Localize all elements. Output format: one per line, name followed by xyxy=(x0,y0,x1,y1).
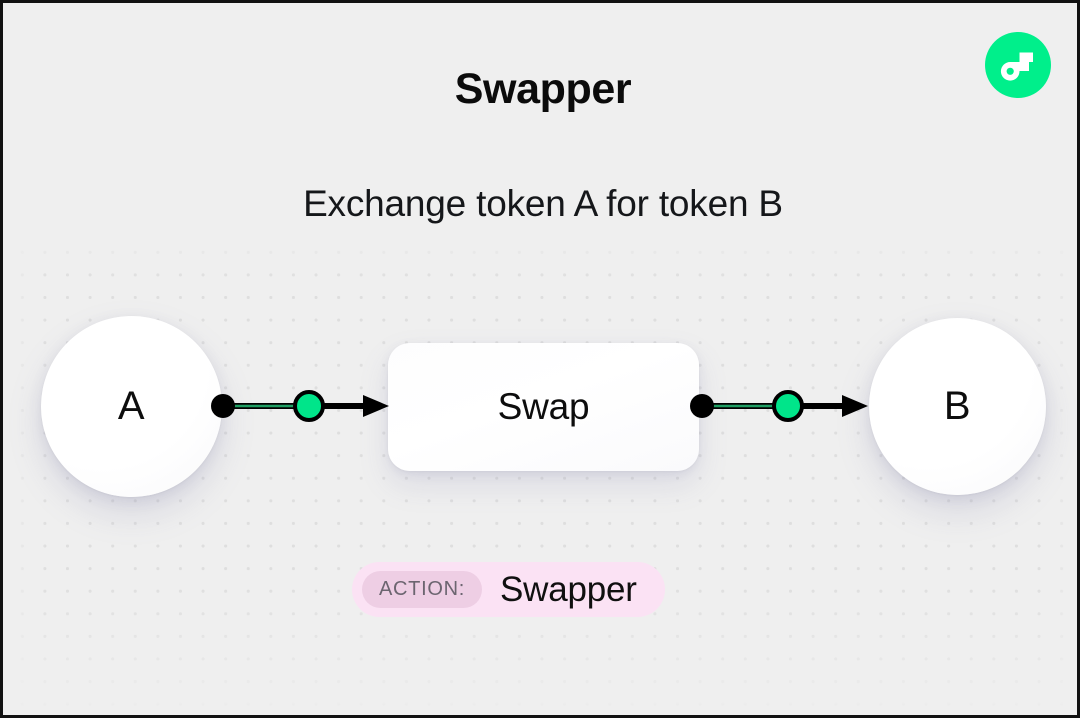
action-badge-label: ACTION: xyxy=(362,571,483,608)
action-badge: ACTION: Swapper xyxy=(352,562,665,617)
edge-swap-to-token-b-marker xyxy=(772,390,804,422)
node-swap[interactable]: Swap xyxy=(388,343,699,471)
page-subtitle: Exchange token A for token B xyxy=(303,183,783,224)
node-token-b[interactable]: B xyxy=(869,318,1046,495)
action-badge-value: Swapper xyxy=(500,569,637,609)
page-title: Swapper xyxy=(454,65,632,113)
flow-logo-icon xyxy=(985,32,1051,98)
handle-token-a-source[interactable] xyxy=(211,394,235,418)
edge-token-a-to-swap-marker xyxy=(293,390,325,422)
node-token-a[interactable]: A xyxy=(41,316,222,497)
node-token-a-label: A xyxy=(117,384,146,428)
node-token-b-label: B xyxy=(943,384,972,428)
handle-swap-source[interactable] xyxy=(690,394,714,418)
node-swap-label: Swap xyxy=(497,386,590,427)
